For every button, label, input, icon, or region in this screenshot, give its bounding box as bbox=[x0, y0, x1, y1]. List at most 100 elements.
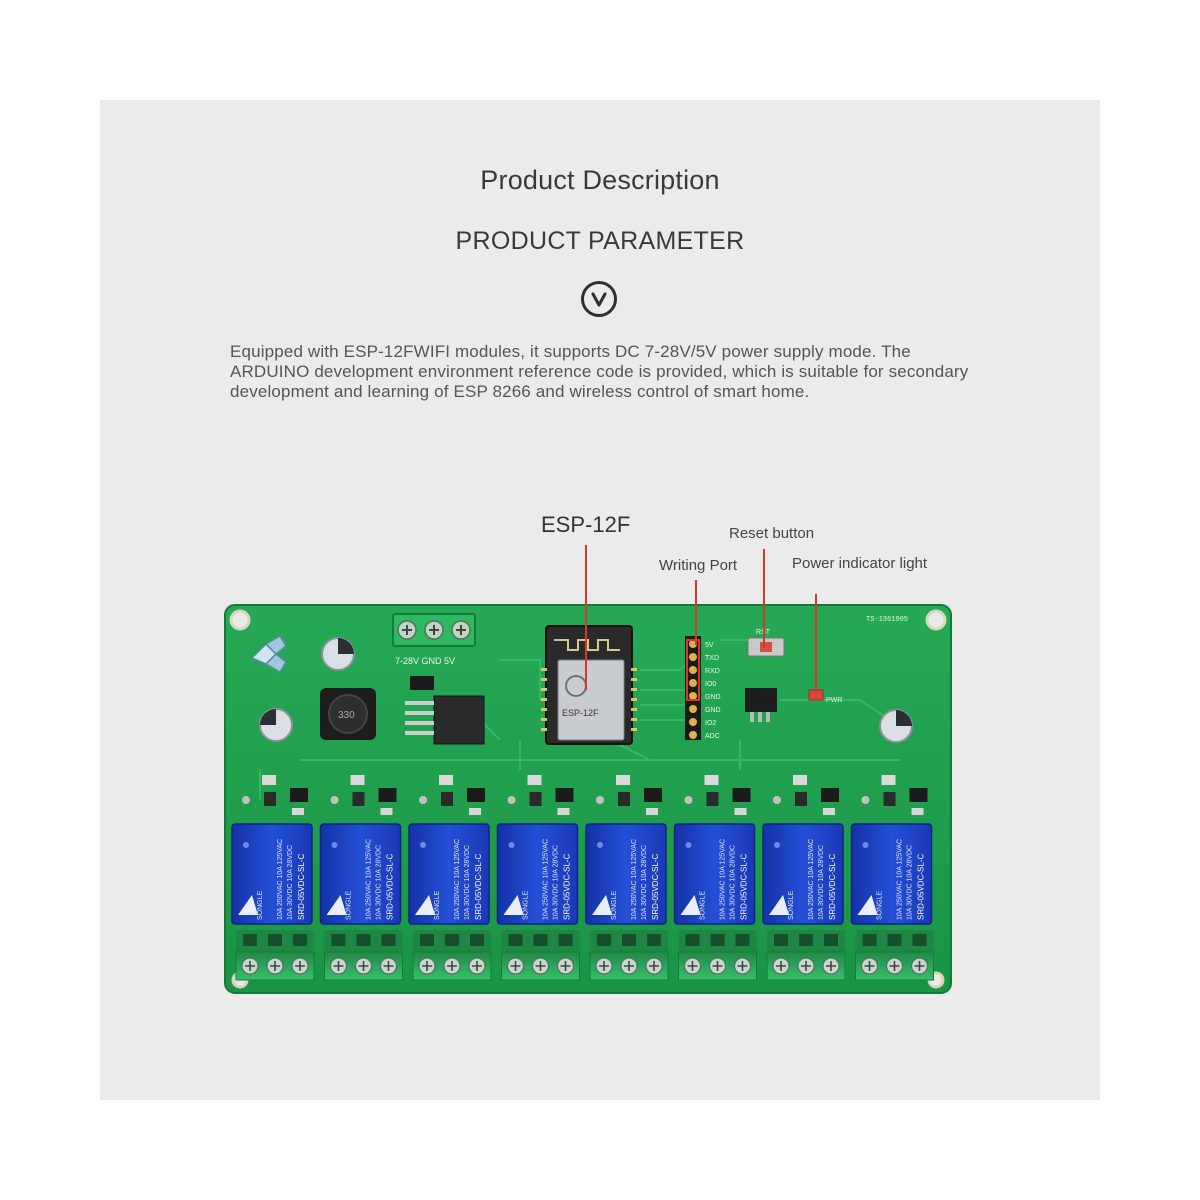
relay-rating: 10A 30VDC 10A 28VDC bbox=[641, 845, 648, 920]
screw-slot bbox=[358, 961, 369, 971]
diode bbox=[467, 788, 485, 802]
transistor bbox=[883, 792, 896, 806]
terminal-slot bbox=[331, 934, 346, 946]
reset-button-component bbox=[747, 637, 785, 657]
small-regulator bbox=[745, 688, 777, 722]
terminal-slot bbox=[862, 934, 877, 946]
pin-label: RXD bbox=[705, 668, 720, 675]
screw-slot bbox=[422, 961, 432, 971]
relay-rating: 10A 30VDC 10A 28VDC bbox=[730, 845, 737, 920]
power-led-silkscreen: PWR bbox=[826, 697, 842, 704]
board-serial: TS-1361905 bbox=[866, 616, 908, 624]
smd-resistor bbox=[292, 808, 304, 815]
relay-rating: 10A 250VAC 10A 125VAC bbox=[808, 839, 815, 920]
terminal-slot bbox=[508, 934, 523, 946]
terminal-slot bbox=[597, 934, 611, 946]
screw-slot bbox=[245, 961, 255, 971]
svg-text:330: 330 bbox=[338, 710, 355, 721]
relay-model: SRD-05VDC-SL-C bbox=[651, 854, 660, 920]
callout-writing-port: Writing Port bbox=[659, 557, 738, 574]
relay-brand: SONGLE bbox=[257, 890, 264, 920]
screw-slot bbox=[472, 961, 482, 971]
relay-model: SRD-05VDC-SL-C bbox=[386, 854, 395, 920]
relay-brand: SONGLE bbox=[788, 890, 795, 920]
power-terminal-label: 7-28V GND 5V bbox=[395, 656, 455, 666]
relay-logo bbox=[857, 895, 878, 915]
relay-mark bbox=[331, 842, 338, 848]
terminal-slot bbox=[912, 934, 927, 946]
led bbox=[684, 796, 693, 804]
screw-slot bbox=[535, 961, 546, 971]
smd-resistor bbox=[646, 808, 658, 815]
relay-model: SRD-05VDC-SL-C bbox=[917, 854, 926, 920]
relay-rating: 10A 250VAC 10A 125VAC bbox=[277, 839, 284, 920]
relay-model: SRD-05VDC-SL-C bbox=[563, 854, 572, 920]
led bbox=[773, 796, 781, 804]
smd-resistor bbox=[380, 808, 393, 815]
section-title: PRODUCT PARAMETER bbox=[455, 227, 745, 255]
pin-label: GND bbox=[705, 694, 721, 701]
relay-model: SRD-05VDC-SL-C bbox=[828, 854, 837, 920]
screw-slot bbox=[383, 961, 394, 971]
relay-rating: 10A 30VDC 10A 28VDC bbox=[818, 845, 825, 920]
relay-rating: 10A 250VAC 10A 125VAC bbox=[631, 839, 638, 920]
callout-power-indicator: Power indicator light bbox=[792, 555, 928, 572]
screw-slot bbox=[270, 961, 280, 971]
screw-slot bbox=[295, 961, 305, 971]
chevron-down-circle-icon bbox=[581, 281, 617, 317]
terminal-slot bbox=[735, 934, 750, 946]
terminal-slot bbox=[420, 934, 434, 946]
product-description: Equipped with ESP-12FWIFI modules, it su… bbox=[230, 342, 969, 401]
pin-label: IO0 bbox=[705, 681, 716, 688]
diode bbox=[821, 788, 839, 802]
esp12f-module: ESP-12F bbox=[541, 625, 637, 745]
led bbox=[861, 796, 870, 804]
pin-label: TXD bbox=[705, 655, 719, 662]
smd-resistor bbox=[557, 808, 570, 815]
relay-brand: SONGLE bbox=[346, 890, 353, 920]
led bbox=[242, 796, 250, 804]
relay-rating: 10A 250VAC 10A 125VAC bbox=[454, 839, 461, 920]
relay-mark bbox=[508, 842, 515, 848]
terminal-slot bbox=[887, 934, 902, 946]
screw-slot bbox=[649, 961, 659, 971]
relay-brand: SONGLE bbox=[611, 890, 618, 920]
smd-resistor bbox=[823, 808, 835, 815]
diode bbox=[555, 788, 574, 802]
capacitor-left-top bbox=[321, 637, 355, 671]
smd-resistor bbox=[616, 775, 630, 785]
relay-logo bbox=[592, 895, 612, 915]
diode bbox=[290, 788, 308, 802]
transistor bbox=[706, 792, 719, 806]
relay-logo bbox=[238, 895, 258, 915]
relay-rating: 10A 30VDC 10A 28VDC bbox=[464, 845, 471, 920]
screw-slot bbox=[712, 961, 723, 971]
relay-rating: 10A 250VAC 10A 125VAC bbox=[366, 839, 373, 920]
relay-logo bbox=[415, 895, 435, 915]
power-terminal bbox=[392, 613, 476, 647]
smd-resistor bbox=[911, 808, 924, 815]
relay-model: SRD-05VDC-SL-C bbox=[474, 854, 483, 920]
transistor bbox=[352, 792, 365, 806]
esp12f-label: ESP-12F bbox=[562, 708, 599, 718]
writing-port-header bbox=[685, 636, 701, 740]
relay-mark bbox=[774, 842, 780, 848]
relay-rating: 10A 250VAC 10A 125VAC bbox=[720, 839, 727, 920]
terminal-slot bbox=[445, 934, 459, 946]
terminal-slot bbox=[710, 934, 725, 946]
diode bbox=[644, 788, 662, 802]
terminal-slot bbox=[268, 934, 282, 946]
screw-slot bbox=[889, 961, 900, 971]
terminal-slot bbox=[824, 934, 838, 946]
relay-brand: SONGLE bbox=[434, 890, 441, 920]
relay-rating: 10A 250VAC 10A 125VAC bbox=[897, 839, 904, 920]
terminal-slot bbox=[243, 934, 257, 946]
screw-slot bbox=[737, 961, 748, 971]
screw-slot bbox=[776, 961, 786, 971]
transistor bbox=[264, 792, 276, 806]
